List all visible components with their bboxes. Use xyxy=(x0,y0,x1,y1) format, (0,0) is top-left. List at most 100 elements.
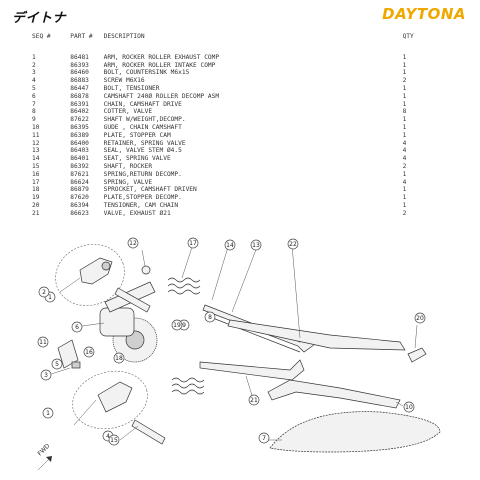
svg-text:12: 12 xyxy=(129,240,137,247)
cell-seq: 13 xyxy=(32,147,40,155)
svg-text:9: 9 xyxy=(182,322,186,329)
callout-3: 3 xyxy=(40,369,52,381)
callout-18: 18 xyxy=(113,352,125,364)
svg-text:11: 11 xyxy=(39,339,47,346)
svg-text:17: 17 xyxy=(189,240,197,247)
cell-seq: 2 xyxy=(32,61,36,69)
cell-part: 86393 xyxy=(70,61,89,69)
cell-part: 87621 xyxy=(70,170,89,178)
table-row: 5 86447 BOLT, TENSIONER 1 xyxy=(32,85,452,93)
tensioner-bolt xyxy=(71,361,81,369)
camshaft-drive-chain xyxy=(269,411,441,453)
forward-direction-arrow: FWD xyxy=(36,442,53,471)
cell-part: 87620 xyxy=(70,194,89,202)
cell-qty: 1 xyxy=(402,123,407,131)
valve-upper-long xyxy=(227,319,406,351)
cell-qty: 2 xyxy=(402,162,407,170)
cell-description: BOLT, COUNTERSINK M6x15 xyxy=(103,69,190,77)
cell-part: 86481 xyxy=(70,53,89,61)
svg-text:21: 21 xyxy=(250,397,258,404)
cell-part: 86401 xyxy=(70,155,89,163)
cell-description: PLATE,STOPPER DECOMP. xyxy=(103,194,182,202)
cell-seq: 7 xyxy=(32,100,36,108)
cell-seq: 18 xyxy=(32,186,40,194)
brand-logo-daytona: DAYTONA xyxy=(382,5,466,23)
cell-seq: 5 xyxy=(32,84,36,92)
callout-13: 13 xyxy=(250,239,262,251)
svg-text:19: 19 xyxy=(173,322,181,329)
cell-description: TENSIONER, CAM CHAIN xyxy=(103,201,179,209)
cell-qty: 1 xyxy=(402,84,407,92)
callout-21: 21 xyxy=(248,394,260,406)
svg-text:14: 14 xyxy=(226,242,234,249)
cell-description: SPRING,RETURN DECOMP. xyxy=(103,170,182,178)
cell-qty: 1 xyxy=(402,170,407,178)
cell-seq: 12 xyxy=(32,139,40,147)
cell-seq: 17 xyxy=(32,178,40,186)
cell-description: SHAFT, ROCKER xyxy=(103,162,153,170)
column-header-part: PART # xyxy=(70,33,93,40)
column-header-qty: QTY xyxy=(402,33,414,40)
stopper-cam-plate xyxy=(57,339,79,369)
cell-part: 86389 xyxy=(70,131,89,139)
cell-qty: 4 xyxy=(402,178,407,186)
cell-description: SPROCKET, CAMSHAFT DRIVEN xyxy=(103,186,197,194)
svg-text:6: 6 xyxy=(75,324,79,331)
cell-part: 86392 xyxy=(70,162,89,170)
callout-16: 16 xyxy=(83,346,95,358)
cell-part: 86394 xyxy=(70,201,89,209)
cell-part: 86447 xyxy=(70,84,89,92)
camshaft-lobe xyxy=(99,307,135,337)
cell-seq: 21 xyxy=(32,209,40,217)
exhaust-valve xyxy=(199,359,305,381)
cell-seq: 3 xyxy=(32,69,36,77)
cell-description: ARM, ROCKER ROLLER INTAKE COMP xyxy=(103,61,216,69)
cell-qty: 1 xyxy=(402,116,407,124)
cell-qty: 1 xyxy=(402,61,407,69)
rocker-shaft xyxy=(131,419,166,445)
cell-part: 86403 xyxy=(70,147,89,155)
svg-text:16: 16 xyxy=(85,349,93,356)
cell-qty: 1 xyxy=(402,201,407,209)
valve-spring-stack-lower xyxy=(171,377,205,395)
rocker-roller-intake xyxy=(101,261,111,271)
cell-seq: 4 xyxy=(32,77,36,85)
callout-1b: 1 xyxy=(42,407,54,419)
cell-description: SHAFT W/WEIGHT,DECOMP. xyxy=(103,116,186,124)
cell-description: BOLT, TENSIONER xyxy=(103,84,160,92)
rocker-shaft-upper xyxy=(114,287,151,313)
svg-text:7: 7 xyxy=(262,435,266,442)
callout-15: 15 xyxy=(108,434,120,446)
fwd-label: FWD xyxy=(36,442,51,457)
cell-seq: 9 xyxy=(32,116,36,124)
table-row: 2 86393 ARM, ROCKER ROLLER INTAKE COMP 1 xyxy=(32,62,452,70)
cell-seq: 1 xyxy=(32,53,36,61)
cam-chain-guide xyxy=(267,379,401,409)
callout-19: 19 xyxy=(171,319,183,331)
cell-qty: 1 xyxy=(402,69,407,77)
cell-description: COTTER, VALVE xyxy=(103,108,153,116)
rocker-arm-exhaust xyxy=(97,381,133,413)
cell-part: 86879 xyxy=(70,186,89,194)
cell-part: 87622 xyxy=(70,116,89,124)
cell-seq: 6 xyxy=(32,92,36,100)
brand-logo-japanese: デイトナ xyxy=(12,11,67,26)
cell-qty: 1 xyxy=(402,194,407,202)
valve-spring-coils-lower xyxy=(171,377,205,395)
cell-qty: 4 xyxy=(402,139,407,147)
cell-seq: 16 xyxy=(32,170,40,178)
